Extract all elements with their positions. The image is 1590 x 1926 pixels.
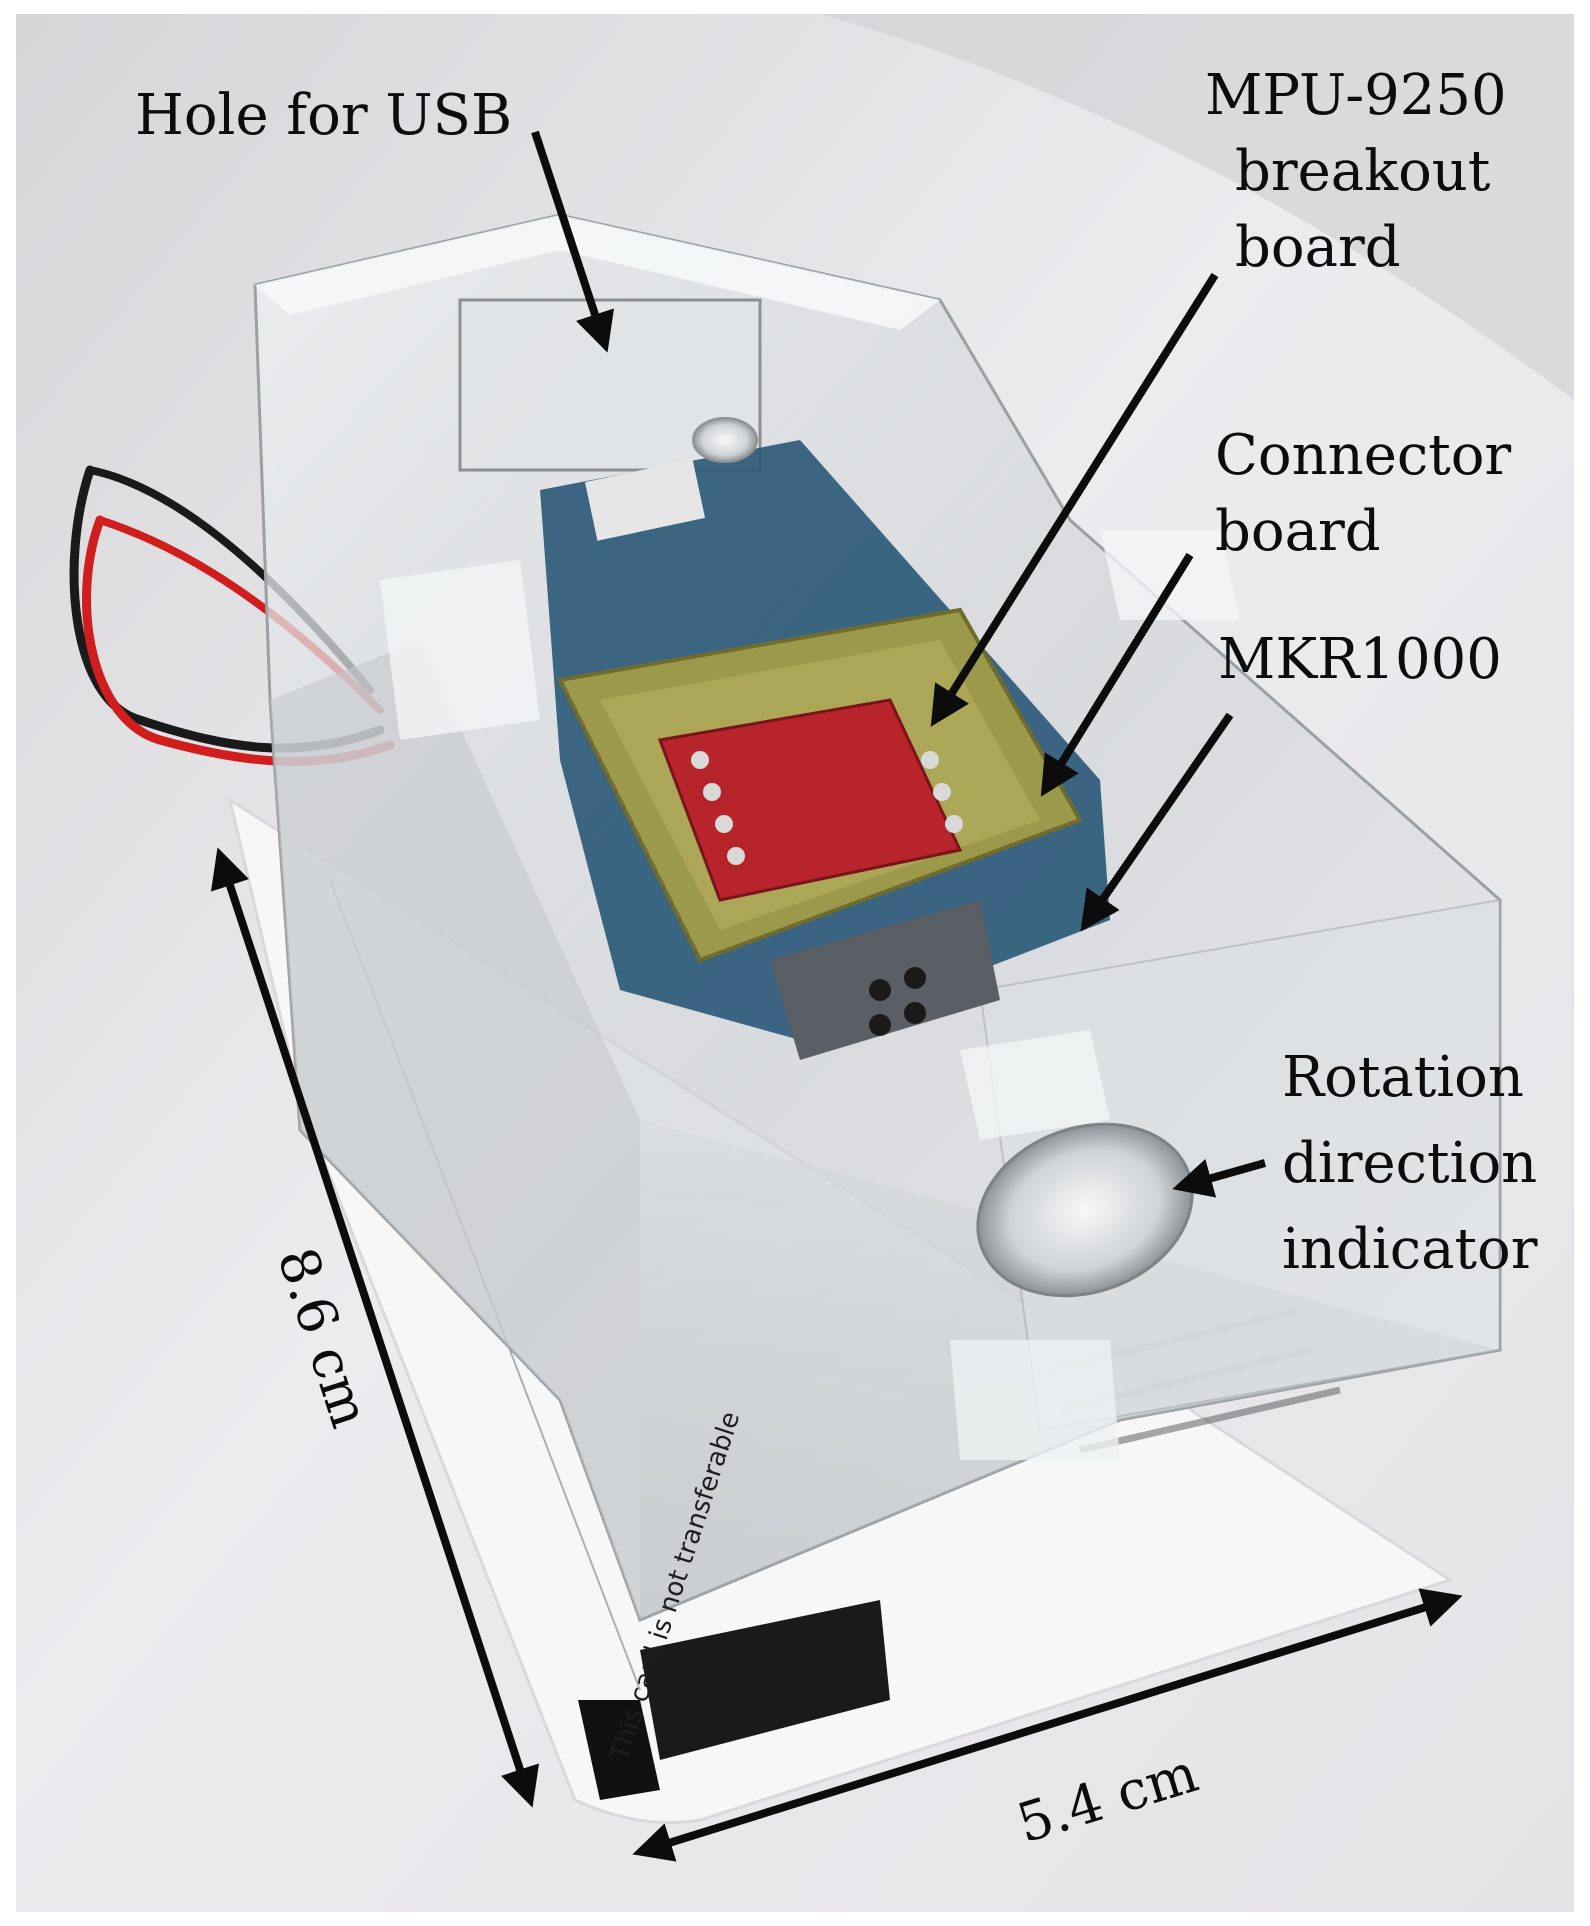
rotation-label-line1: Rotation (1282, 1045, 1524, 1110)
mpu9250-breakout (657, 698, 963, 902)
connector-label-line2: board (1215, 499, 1381, 564)
connector-label-line1: Connector (1215, 423, 1512, 488)
rotation-arrow (1172, 1159, 1267, 1198)
annotation-arrows (210, 130, 1463, 1862)
mpu-label-line3: board (1235, 215, 1401, 280)
usb-arrow (531, 130, 615, 353)
width-dimension-arrow (632, 1588, 1463, 1862)
mpu-label-line2: breakout (1235, 139, 1491, 204)
mpu-label: MPU-9250 breakout board (1205, 58, 1507, 286)
light-pipe (692, 417, 758, 463)
rotation-label-line3: indicator (1282, 1217, 1538, 1282)
rotation-label: Rotation direction indicator (1282, 1035, 1537, 1293)
mkr-arrow (1080, 712, 1234, 932)
mkr1000-label: MKR1000 (1218, 627, 1502, 692)
length-dimension-arrow (210, 847, 540, 1808)
usb-hole-label: Hole for USB (135, 83, 513, 148)
rotation-label-line2: direction (1282, 1131, 1538, 1196)
connector-arrow (1040, 552, 1194, 797)
connector-label: Connector board (1215, 418, 1511, 570)
mpu-label-line1: MPU-9250 (1205, 63, 1507, 128)
mpu-arrow (930, 272, 1219, 727)
